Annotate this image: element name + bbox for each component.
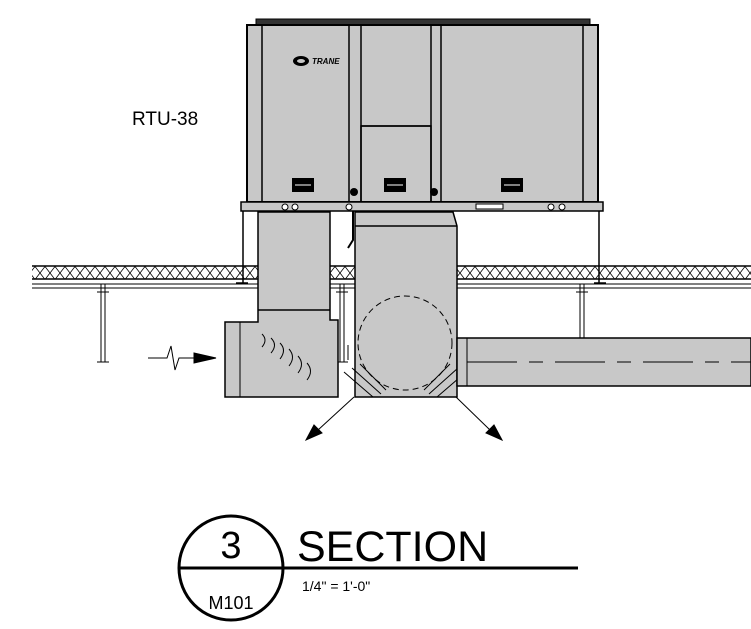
condensate-fitting-right	[430, 188, 438, 196]
unit-base-rail	[240, 201, 604, 212]
trane-logo: TRANE	[293, 56, 340, 66]
condensate-fitting-left	[350, 188, 358, 196]
roof-curb	[236, 206, 606, 284]
horizontal-supply-duct	[456, 337, 751, 387]
section-title-block: 3 M101 SECTION 1/4" = 1'-0"	[177, 514, 578, 622]
base-fasteners	[281, 203, 566, 211]
sheet-number: M101	[208, 593, 253, 613]
supply-air-arrows	[304, 396, 504, 442]
brand-label: TRANE	[312, 57, 340, 66]
detail-number: 3	[220, 525, 241, 567]
unit-tag: RTU-38	[132, 109, 198, 130]
return-air-arrow	[148, 345, 217, 371]
drawing-scale: 1/4" = 1'-0"	[302, 578, 370, 594]
deck-joists	[97, 283, 588, 363]
supply-duct	[343, 211, 467, 398]
section-title: SECTION	[297, 523, 488, 571]
turning-vanes	[261, 333, 311, 381]
rtu-unit: TRANE	[240, 18, 604, 249]
return-duct	[224, 211, 339, 398]
joist-left	[97, 283, 109, 363]
